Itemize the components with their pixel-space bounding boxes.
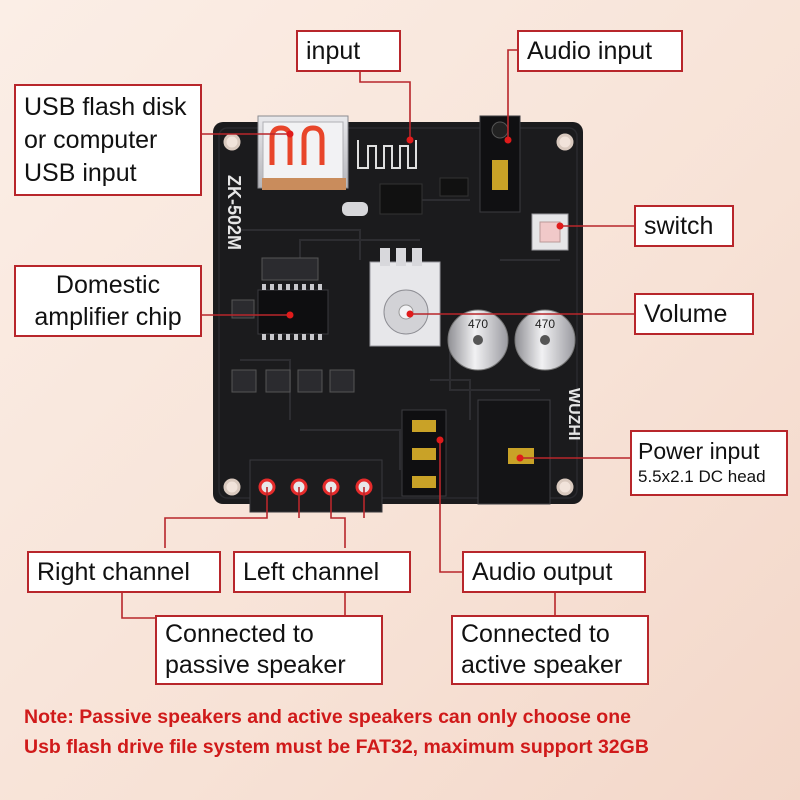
board-model: ZK-502M xyxy=(224,175,244,250)
callout-audio-input: Audio input xyxy=(517,30,683,72)
callout-power-input: Power input 5.5x2.1 DC head xyxy=(630,430,788,496)
amplifier-chip xyxy=(257,284,329,340)
note-line-1: Note: Passive speakers and active speake… xyxy=(24,706,631,728)
audio-input-jack xyxy=(479,115,521,213)
speaker-terminal xyxy=(249,459,383,513)
board-brand: WUZHI xyxy=(565,388,582,440)
label-usb-2: or computer xyxy=(24,125,158,154)
note-line-2: Usb flash drive file system must be FAT3… xyxy=(24,736,649,758)
label-usb-1: USB flash disk xyxy=(24,92,187,121)
leader-lines xyxy=(121,49,634,619)
usb-port xyxy=(257,115,349,190)
callout-audio-output: Audio output xyxy=(462,551,646,593)
capacitors: 470 470 xyxy=(447,309,576,371)
label-audio-output: Audio output xyxy=(472,557,613,586)
audio-output-jack xyxy=(401,409,447,497)
switch-button xyxy=(531,213,569,251)
bt-antenna xyxy=(357,140,417,169)
callout-amplifier-chip: Domestic amplifier chip xyxy=(14,265,202,337)
callout-switch: switch xyxy=(634,205,734,247)
pointer-dots xyxy=(286,130,564,462)
callout-right-channel: Right channel xyxy=(27,551,221,593)
callout-volume: Volume xyxy=(634,293,754,335)
callout-usb-input: USB flash disk or computer USB input xyxy=(14,84,202,196)
label-left-channel: Left channel xyxy=(243,557,380,586)
label-right-channel: Right channel xyxy=(37,557,190,586)
label-input: input xyxy=(306,36,361,65)
label-volume: Volume xyxy=(644,299,728,328)
label-passive-1: Connected to xyxy=(165,620,314,648)
label-usb-3: USB input xyxy=(24,158,137,187)
mounting-holes xyxy=(223,133,574,496)
label-amp-1: Domestic xyxy=(55,271,161,299)
volume-knob xyxy=(369,248,441,347)
label-switch: switch xyxy=(644,211,714,240)
callout-passive-speaker: Connected to passive speaker xyxy=(155,615,383,685)
label-amp-2: amplifier chip xyxy=(34,303,182,331)
callout-input: input xyxy=(296,30,401,72)
label-audio-input: Audio input xyxy=(527,36,653,65)
callout-active-speaker: Connected to active speaker xyxy=(451,615,649,685)
label-power-2: 5.5x2.1 DC head xyxy=(638,467,766,486)
cap-label-2: 470 xyxy=(535,317,555,331)
label-active-1: Connected to xyxy=(461,620,610,648)
label-power-1: Power input xyxy=(638,438,760,464)
callout-left-channel: Left channel xyxy=(233,551,411,593)
label-active-2: active speaker xyxy=(461,651,623,679)
dc-power-jack xyxy=(477,399,551,505)
cap-label-1: 470 xyxy=(468,317,488,331)
label-passive-2: passive speaker xyxy=(165,651,346,679)
